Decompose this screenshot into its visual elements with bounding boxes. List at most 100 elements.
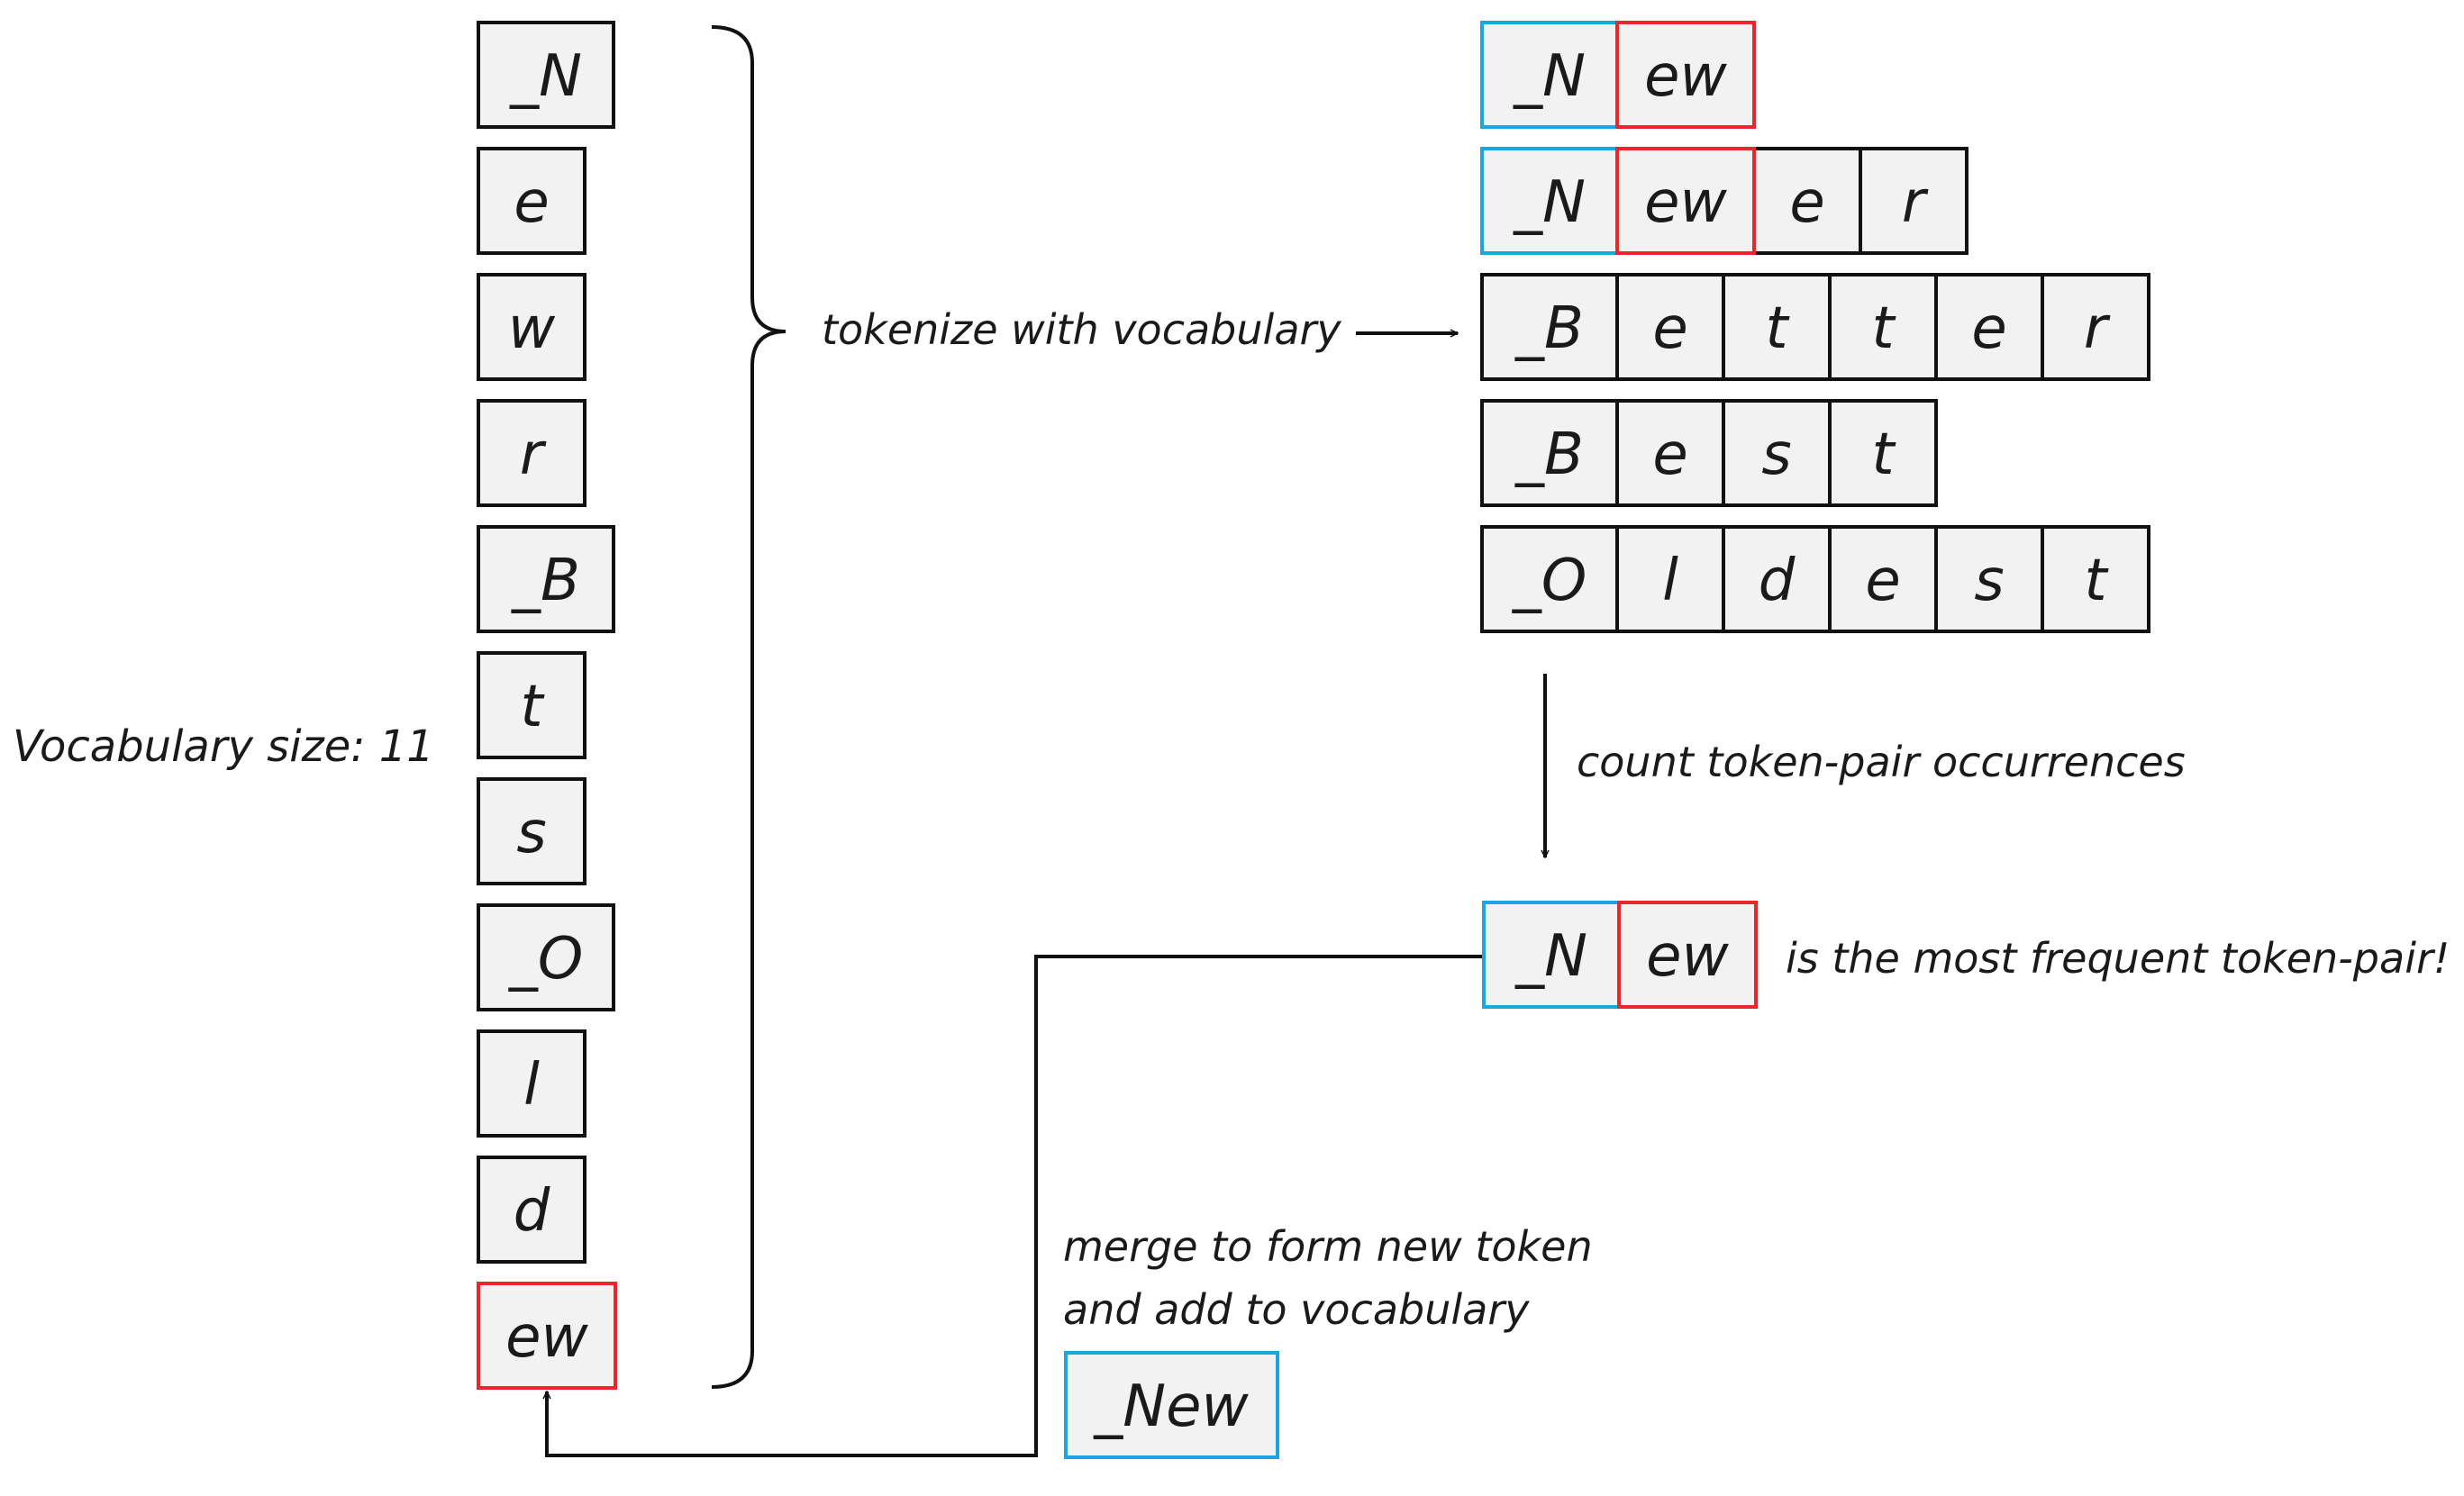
vocab-token-text: r — [520, 422, 547, 488]
corpus-token: _N — [1480, 147, 1619, 255]
vocab-token-box — [477, 525, 615, 633]
vocab-token-text: _B — [511, 548, 580, 614]
corpus-token-box — [1615, 147, 1756, 255]
corpus-token: t — [1828, 273, 1938, 381]
corpus-token: r — [2041, 273, 2150, 381]
corpus-token: t — [2041, 525, 2150, 633]
corpus-token: _O — [1480, 525, 1619, 633]
corpus-token-box — [1722, 525, 1832, 633]
corpus-token-text: _N — [1513, 43, 1586, 110]
corpus-token: _B — [1480, 399, 1619, 507]
vocab-token-box — [477, 777, 586, 885]
corpus-token: _N — [1480, 21, 1619, 129]
corpus-token-box — [1934, 525, 2044, 633]
corpus-token-text: e — [1971, 295, 2006, 362]
corpus-token: e — [1752, 147, 1862, 255]
tokenize-label: tokenize with vocabulary — [822, 305, 1341, 354]
corpus-token-text: _O — [1512, 548, 1587, 614]
vocab-token-box — [477, 1029, 586, 1138]
most-frequent-pair: _N ew — [1482, 901, 1758, 1009]
vocab-token-text: l — [523, 1052, 540, 1119]
corpus-token-box — [2041, 525, 2150, 633]
corpus-token-text: ew — [1644, 169, 1727, 236]
corpus-token: _B — [1480, 273, 1619, 381]
merge-label-line2: and add to vocabulary — [1063, 1285, 1530, 1334]
vocabulary-size-label: Vocabulary size: 11 — [13, 721, 434, 772]
corpus-token: t — [1828, 399, 1938, 507]
corpus-token-box — [1615, 273, 1725, 381]
corpus-token-box — [1934, 273, 2044, 381]
corpus-token-text: _N — [1513, 169, 1586, 236]
corpus-token-text: r — [1902, 169, 1929, 236]
corpus-token: e — [1828, 525, 1938, 633]
pair-token: ew — [1617, 901, 1758, 1009]
corpus-token-text: e — [1789, 169, 1824, 236]
corpus-token-text: t — [2084, 548, 2109, 614]
corpus-token-text: d — [1759, 548, 1796, 614]
corpus-token-box — [2041, 273, 2150, 381]
corpus-token: s — [1722, 399, 1832, 507]
corpus-token: s — [1934, 525, 2044, 633]
vocab-token: e — [477, 147, 586, 255]
pair-token: _N — [1482, 901, 1621, 1009]
vocab-token: r — [477, 399, 586, 507]
count-label: count token-pair occurrences — [1577, 738, 2186, 786]
corpus-token-box — [1615, 399, 1725, 507]
corpus-token-box — [1828, 273, 1938, 381]
corpus-token-text: t — [1765, 295, 1790, 362]
corpus-token-box — [1828, 525, 1938, 633]
vocab-token: ew — [477, 1282, 617, 1390]
corpus-token-text: _B — [1514, 295, 1584, 362]
corpus-token-box — [1480, 21, 1619, 129]
vocab-token-text: d — [514, 1178, 550, 1245]
pair-token-box — [1617, 901, 1758, 1009]
corpus-token: r — [1859, 147, 1968, 255]
corpus-token: e — [1615, 399, 1725, 507]
corpus-token-text: l — [1662, 548, 1678, 614]
new-token-text: _New — [1093, 1374, 1249, 1440]
most-frequent-label: is the most frequent token-pair! — [1786, 934, 2450, 983]
corpus-token-text: s — [1974, 548, 2004, 614]
corpus-token: ew — [1615, 21, 1756, 129]
vocab-token: t — [477, 651, 586, 759]
vocab-token: _N — [477, 21, 615, 129]
vocab-token: d — [477, 1156, 586, 1264]
vocab-token-text: _N — [509, 43, 582, 110]
corpus-token-text: t — [1871, 295, 1896, 362]
corpus-token: e — [1615, 273, 1725, 381]
vocab-token-box — [477, 147, 586, 255]
vocab-token: w — [477, 273, 586, 381]
vocab-token-text: ew — [505, 1304, 588, 1371]
corpus-token-box — [1722, 273, 1832, 381]
vocab-token-text: s — [516, 800, 546, 866]
new-token-box — [1064, 1351, 1279, 1459]
corpus-token-box — [1828, 399, 1938, 507]
vocab-token-box — [477, 903, 615, 1011]
merge-feedback-line — [547, 955, 1482, 1457]
vocab-token-text: e — [514, 169, 549, 236]
vocab-token-box — [477, 273, 586, 381]
corpus-token-text: s — [1761, 422, 1791, 488]
corpus-token-box — [1480, 525, 1619, 633]
corpus-token-text: e — [1652, 295, 1687, 362]
merge-label-line1: merge to form new token — [1063, 1222, 1593, 1271]
vocab-token-box — [477, 21, 615, 129]
vocab-token-text: w — [508, 295, 556, 362]
vocab-token-text: _O — [508, 926, 583, 993]
corpus-token-text: r — [2084, 295, 2111, 362]
pair-token-text: _N — [1514, 923, 1587, 990]
vocab-token: l — [477, 1029, 586, 1138]
vocab-token: _O — [477, 903, 615, 1011]
corpus-token-box — [1480, 147, 1619, 255]
pair-token-text: ew — [1646, 923, 1729, 990]
corpus-token-box — [1480, 273, 1619, 381]
corpus-token-box — [1615, 21, 1756, 129]
vocab-token-box — [477, 1282, 617, 1390]
vocab-token-text: t — [520, 674, 545, 740]
vocab-token-box — [477, 399, 586, 507]
corpus-token-text: t — [1871, 422, 1896, 488]
corpus-token-box — [1480, 399, 1619, 507]
